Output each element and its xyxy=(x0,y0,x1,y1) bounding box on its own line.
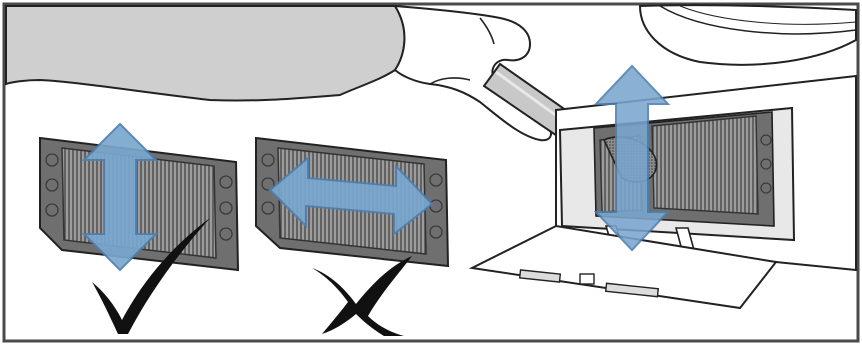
illustration-canvas xyxy=(0,0,862,345)
filter-cleaning-illustration xyxy=(0,0,862,345)
